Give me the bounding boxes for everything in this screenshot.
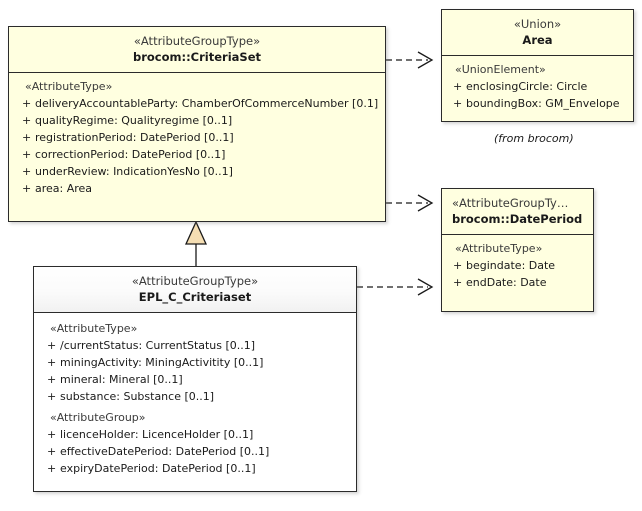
attribute-text: correctionPeriod: DatePeriod [0..1] — [35, 148, 226, 161]
attribute-row: + boundingBox: GM_Envelope — [446, 95, 629, 112]
dependency-eplccriteriaset-to-dateperiod — [357, 278, 434, 296]
attribute-row: + deliveryAccountableParty: ChamberOfCom… — [13, 95, 381, 112]
generalization-eplccriteriaset-to-criteriaset — [184, 220, 208, 266]
class-stereotype: «AttributeGroupType» — [131, 274, 259, 288]
attribute-text: /currentStatus: CurrentStatus [0..1] — [60, 339, 256, 352]
visibility-marker: + — [453, 259, 463, 272]
visibility-marker: + — [47, 390, 57, 403]
visibility-marker: + — [47, 339, 57, 352]
attribute-row: + substance: Substance [0..1] — [38, 388, 352, 405]
attribute-text: effectiveDatePeriod: DatePeriod [0..1] — [60, 445, 270, 458]
class-stereotype: «Union» — [513, 17, 562, 31]
attribute-text: substance: Substance [0..1] — [60, 390, 215, 403]
visibility-marker: + — [47, 428, 57, 441]
visibility-marker: + — [22, 131, 32, 144]
attribute-row: + begindate: Date — [446, 257, 589, 274]
attribute-row: + expiryDatePeriod: DatePeriod [0..1] — [38, 460, 352, 477]
attribute-text: endDate: Date — [466, 276, 547, 289]
class-header-area: «Union» Area — [442, 10, 633, 56]
attribute-row: + mineral: Mineral [0..1] — [38, 371, 352, 388]
visibility-marker: + — [22, 182, 32, 195]
attribute-text: mineral: Mineral [0..1] — [60, 373, 183, 386]
attribute-text: underReview: IndicationYesNo [0..1] — [35, 165, 233, 178]
class-stereotype: «AttributeGroupTy… — [452, 196, 569, 210]
attribute-compartment-dateperiod: «AttributeType» + begindate: Date + endD… — [442, 235, 593, 297]
attribute-text: enclosingCircle: Circle — [466, 80, 588, 93]
attribute-group-label: «AttributeGroup» — [50, 411, 146, 424]
class-header-dateperiod: «AttributeGroupTy… brocom::DatePeriod — [442, 189, 593, 235]
attribute-text: licenceHolder: LicenceHolder [0..1] — [60, 428, 254, 441]
package-note-from-brocom: (from brocom) — [494, 132, 574, 145]
visibility-marker: + — [47, 462, 57, 475]
attribute-row: + effectiveDatePeriod: DatePeriod [0..1] — [38, 443, 352, 460]
attribute-row: + miningActivity: MiningActivitity [0..1… — [38, 354, 352, 371]
visibility-marker: + — [47, 445, 57, 458]
dependency-criteriaset-to-dateperiod — [386, 194, 434, 212]
attribute-text: area: Area — [35, 182, 93, 195]
attribute-text: registrationPeriod: DatePeriod [0..1] — [35, 131, 234, 144]
visibility-marker: + — [453, 276, 463, 289]
visibility-marker: + — [453, 80, 463, 93]
attribute-group-label: «AttributeType» — [25, 80, 113, 93]
class-epl-c-criteriaset[interactable]: «AttributeGroupType» EPL_C_Criteriaset «… — [33, 266, 357, 492]
attribute-text: boundingBox: GM_Envelope — [466, 97, 620, 110]
visibility-marker: + — [22, 97, 32, 110]
attribute-group-label: «AttributeType» — [455, 242, 543, 255]
class-name: EPL_C_Criteriaset — [138, 290, 252, 304]
attribute-row: + area: Area — [13, 180, 381, 197]
attribute-compartment-eplccriteriaset: «AttributeType» + /currentStatus: Curren… — [34, 313, 356, 483]
class-name: brocom::CriteriaSet — [132, 50, 261, 64]
attribute-text: begindate: Date — [466, 259, 556, 272]
attribute-row: + licenceHolder: LicenceHolder [0..1] — [38, 426, 352, 443]
attribute-row: + endDate: Date — [446, 274, 589, 291]
attribute-text: miningActivity: MiningActivitity [0..1] — [60, 356, 264, 369]
attribute-text: qualityRegime: Qualityregime [0..1] — [35, 114, 233, 127]
attribute-row: + underReview: IndicationYesNo [0..1] — [13, 163, 381, 180]
class-name: Area — [522, 33, 553, 47]
visibility-marker: + — [47, 373, 57, 386]
visibility-marker: + — [453, 97, 463, 110]
attribute-row: + enclosingCircle: Circle — [446, 78, 629, 95]
attribute-group-label: «AttributeType» — [50, 322, 138, 335]
class-header-eplccriteriaset: «AttributeGroupType» EPL_C_Criteriaset — [34, 267, 356, 313]
dependency-criteriaset-to-area — [386, 51, 434, 69]
attribute-group-label: «UnionElement» — [455, 63, 546, 76]
attribute-compartment-area: «UnionElement» + enclosingCircle: Circle… — [442, 56, 633, 118]
class-area[interactable]: «Union» Area «UnionElement» + enclosingC… — [441, 9, 634, 122]
attribute-row: + correctionPeriod: DatePeriod [0..1] — [13, 146, 381, 163]
attribute-text: expiryDatePeriod: DatePeriod [0..1] — [60, 462, 256, 475]
class-brocom-criteriaset[interactable]: «AttributeGroupType» brocom::CriteriaSet… — [8, 26, 386, 222]
class-stereotype: «AttributeGroupType» — [133, 34, 261, 48]
visibility-marker: + — [22, 148, 32, 161]
visibility-marker: + — [47, 356, 57, 369]
class-brocom-dateperiod[interactable]: «AttributeGroupTy… brocom::DatePeriod «A… — [441, 188, 594, 312]
attribute-text: deliveryAccountableParty: ChamberOfComme… — [35, 97, 379, 110]
class-header-criteriaset: «AttributeGroupType» brocom::CriteriaSet — [9, 27, 385, 73]
attribute-row: + registrationPeriod: DatePeriod [0..1] — [13, 129, 381, 146]
attribute-row: + qualityRegime: Qualityregime [0..1] — [13, 112, 381, 129]
class-name: brocom::DatePeriod — [452, 212, 583, 226]
visibility-marker: + — [22, 165, 32, 178]
attribute-row: + /currentStatus: CurrentStatus [0..1] — [38, 337, 352, 354]
visibility-marker: + — [22, 114, 32, 127]
attribute-compartment-criteriaset: «AttributeType» + deliveryAccountablePar… — [9, 73, 385, 203]
